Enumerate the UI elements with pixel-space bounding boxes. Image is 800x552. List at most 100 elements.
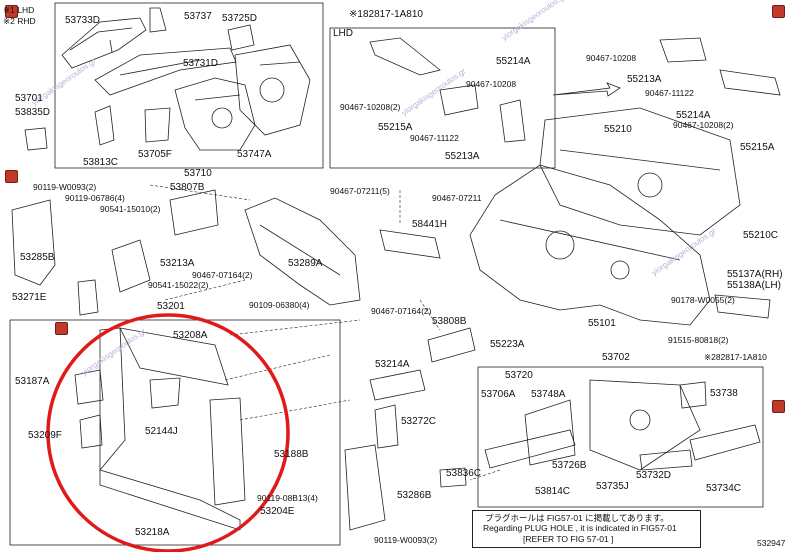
part-53187A-shape — [74, 369, 104, 405]
part-53731D-shape — [94, 47, 237, 96]
label-90467-07164-mid: 90467-07164(2) — [371, 306, 432, 316]
label-53272C: 53272C — [401, 416, 437, 427]
part-53214A-shape — [369, 369, 426, 401]
part-55214A-lhd-shape — [369, 37, 441, 76]
label-53808B: 53808B — [432, 316, 467, 327]
label-90467-07211: 90467-07211 — [432, 193, 482, 203]
highlight-circle — [46, 313, 290, 552]
label-53213A: 53213A — [160, 258, 195, 269]
label-90119-08B13: 90119-08B13(4) — [257, 493, 318, 503]
reference-note-line-3: [REFER TO FIG 57-01 ] — [523, 534, 614, 544]
part-58441H-shape — [379, 229, 441, 259]
label-55138A: 55138A(LH) — [727, 280, 781, 291]
label-55215A-rhd: 55215A — [740, 142, 775, 153]
watermark-logo-3 — [5, 170, 18, 183]
part-53720-shape — [589, 379, 701, 471]
label-55101: 55101 — [588, 318, 616, 329]
label-55213A-rhd: 55213A — [627, 74, 662, 85]
label-90119-W0093-top: 90119-W0093(2) — [33, 182, 97, 192]
watermark-logo-5 — [55, 322, 68, 335]
reference-note-line-2: Regarding PLUG HOLE , it is indicated in… — [483, 523, 677, 533]
part-53218A-shape — [99, 469, 241, 531]
label-55214A-lhd: 55214A — [496, 56, 531, 67]
part-53738-shape — [679, 381, 707, 409]
label-53733D: 53733D — [65, 15, 101, 26]
label-53748A: 53748A — [531, 389, 566, 400]
label-55213A-lhd: 55213A — [445, 151, 480, 162]
label-58441H: 58441H — [412, 219, 448, 230]
label-53807B: 53807B — [170, 182, 205, 193]
label-90119-06786: 90119-06786(4) — [65, 193, 125, 203]
label-53271E: 53271E — [12, 292, 47, 303]
label-90467-10208-2-rhd: 90467-10208(2) — [673, 120, 734, 130]
label-53732D: 53732D — [636, 470, 672, 481]
label-53813C: 53813C — [83, 157, 119, 168]
part-53271E-shape — [77, 279, 99, 316]
direction-arrow — [552, 82, 621, 97]
part-53285B-shape — [11, 199, 56, 286]
label-90541-15010: 90541-15010(2) — [100, 204, 161, 214]
part-55101-shape — [469, 164, 711, 326]
label-90467-10208-rhd-top: 90467-10208 — [586, 53, 637, 63]
part-55137A-shape — [714, 294, 771, 319]
label-55137A: 55137A(RH) — [727, 269, 783, 280]
label-53209F: 53209F — [28, 430, 62, 441]
part-53726B-shape — [524, 399, 576, 466]
part-53737-shape — [149, 7, 167, 33]
label-53738: 53738 — [710, 388, 738, 399]
part-55213A-rhd-shape — [659, 37, 707, 63]
label-90467-11122-lhd: 90467-11122 — [410, 133, 459, 143]
part-53710-shape — [174, 77, 256, 151]
label-53204E: 53204E — [260, 506, 295, 517]
label-53735J: 53735J — [596, 481, 629, 492]
part-53705F-shape — [144, 107, 171, 143]
lhd-tag: LHD — [333, 28, 354, 39]
part-53286B-shape — [344, 444, 386, 531]
label-53218A: 53218A — [135, 527, 170, 538]
part-53701-shape — [24, 127, 48, 151]
label-53702: 53702 — [602, 352, 630, 363]
label-90467-11122-rhd: 90467-11122 — [645, 88, 694, 98]
part-53209F-shape — [79, 414, 103, 449]
part-55213A-lhd-shape — [499, 99, 526, 143]
watermark-logo-4 — [772, 400, 785, 413]
label-53214A: 53214A — [375, 359, 410, 370]
label-182817: ※182817-1A810 — [349, 9, 423, 20]
label-55214A-rhd: 55214A — [676, 110, 711, 121]
part-53747A-shape — [234, 44, 311, 136]
part-53814C-shape — [484, 429, 576, 469]
part-53725D-shape — [227, 24, 255, 51]
label-53720: 53720 — [505, 370, 533, 381]
label-90467-07164-left: 90467-07164(2) — [192, 270, 253, 280]
diagram-code: 532947 — [757, 538, 786, 548]
label-53706A: 53706A — [481, 389, 516, 400]
label-90467-10208-2-lhd: 90467-10208(2) — [340, 102, 401, 112]
part-55215A-rhd-shape — [719, 69, 781, 96]
label-53208A: 53208A — [173, 330, 208, 341]
label-53747A: 53747A — [237, 149, 272, 160]
inset-frame-lhd — [329, 27, 556, 169]
part-55215A-lhd-shape — [439, 84, 479, 116]
label-53701: 53701 — [15, 93, 43, 104]
part-53808B-shape — [427, 327, 476, 363]
part-53733D-shape — [61, 17, 147, 69]
reference-note-box: プラグホールは FIG57-01 に掲載してあります。 Regarding PL… — [472, 510, 701, 548]
label-91515-80818: 91515-80818(2) — [668, 335, 729, 345]
part-53213A-shape — [111, 239, 151, 293]
label-53836C: 53836C — [446, 468, 482, 479]
label-90119-W0093-bottom: 90119-W0093(2) — [374, 535, 438, 545]
label-53188B: 53188B — [274, 449, 309, 460]
part-55210-shape — [539, 107, 741, 236]
inset-frame-apron — [477, 366, 764, 508]
part-53272C-shape — [374, 404, 399, 449]
label-53726B: 53726B — [552, 460, 587, 471]
label-53734C: 53734C — [706, 483, 742, 494]
part-53807B-shape — [169, 189, 219, 236]
part-53201-shape — [244, 197, 361, 306]
label-55210C: 55210C — [743, 230, 779, 241]
part-53188B-shape — [209, 397, 246, 506]
part-53734C-shape — [689, 424, 761, 461]
label-90467-10208-lhd: 90467-10208 — [466, 79, 517, 89]
label-53725D: 53725D — [222, 13, 258, 24]
